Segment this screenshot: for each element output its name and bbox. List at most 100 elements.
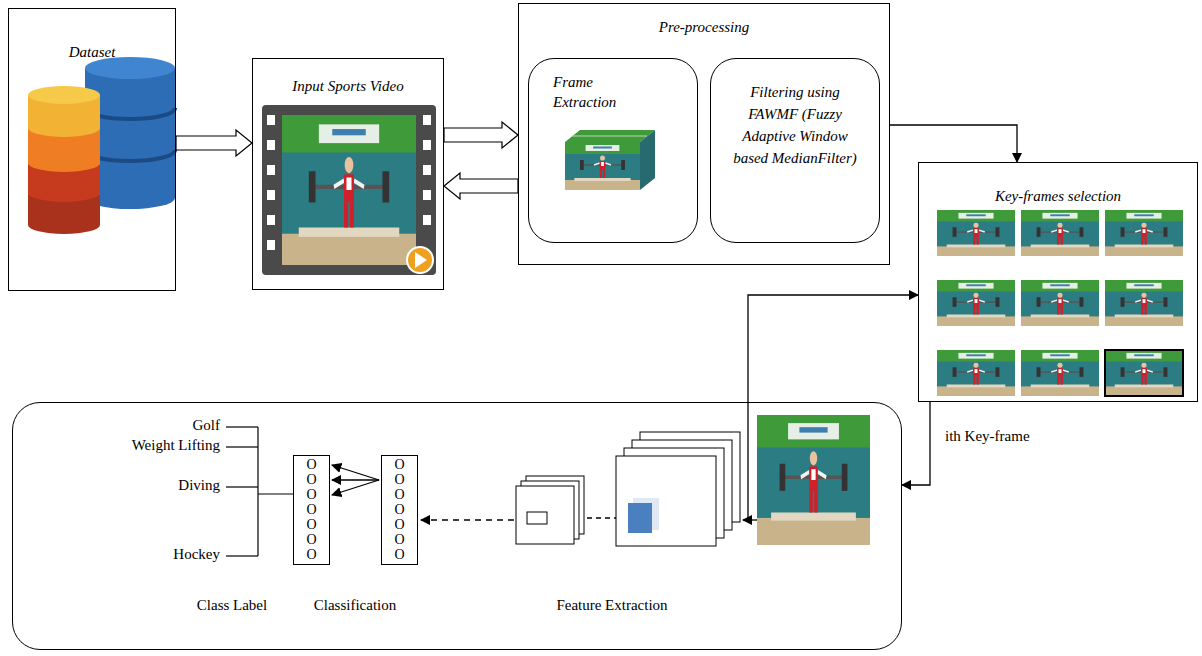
illustration-part: [1021, 210, 1099, 256]
illustration-part: [226, 555, 258, 556]
database-icon: [28, 57, 175, 234]
node-title: Frame Extraction: [553, 73, 645, 112]
illustration-part: [640, 130, 655, 190]
process-box: Frame Extraction: [528, 58, 698, 243]
neuron: O: [394, 548, 404, 562]
class-bracket: [226, 427, 293, 556]
stage-label: Classification: [255, 596, 455, 616]
illustration-part: [262, 105, 436, 275]
class-name: Diving: [20, 477, 220, 494]
neuron: O: [394, 533, 404, 547]
neuron: O: [394, 458, 404, 472]
illustration-part: [423, 115, 431, 125]
illustration-part: [267, 115, 275, 125]
neuron: O: [306, 458, 316, 472]
illustration-part: [423, 215, 431, 225]
illustration-part: [258, 493, 293, 494]
illustration-part: [516, 486, 574, 544]
illustration-part: [28, 86, 100, 104]
illustration-part: [423, 165, 431, 175]
node-title: Dataset: [13, 43, 171, 63]
illustration-part: [1105, 280, 1183, 326]
illustration-part: [423, 190, 431, 200]
node-title: Filtering using FAWMF (Fuzzy Adaptive Wi…: [729, 81, 861, 169]
neuron: O: [394, 488, 404, 502]
neuron: O: [306, 503, 316, 517]
illustration-part: [1105, 350, 1183, 396]
illustration-part: [572, 136, 647, 137]
stage-label: Feature Extraction: [512, 596, 712, 616]
illustration-part: [226, 486, 258, 487]
dense-layer: OOOOOOO: [381, 455, 418, 565]
illustration-part: [628, 503, 652, 533]
illustration-part: [423, 140, 431, 150]
illustration-part: [1021, 350, 1099, 396]
node-title: Input Sports Video: [257, 77, 439, 97]
connector: [332, 480, 379, 495]
illustration-part: [267, 190, 275, 200]
connector: [890, 125, 1017, 162]
illustration-part: [1105, 210, 1183, 256]
video-icon: [262, 105, 436, 275]
node-title: Pre-processing: [523, 18, 885, 38]
illustration-part: [565, 142, 640, 190]
node-title: Key-frames selection: [923, 187, 1193, 207]
edge-label: ith Key-frame: [945, 428, 1030, 445]
illustration-part: [937, 210, 1015, 256]
keyframes-box: Key-frames selection: [918, 162, 1198, 402]
illustration-part: [415, 252, 427, 268]
neuron: O: [394, 518, 404, 532]
preprocessing-box: Pre-processingFrame Extraction Filtering …: [518, 3, 890, 265]
neuron: O: [306, 518, 316, 532]
block-arrow: [444, 122, 518, 148]
keyframe-image: [757, 415, 870, 545]
input-box: Input Sports Video: [252, 58, 444, 290]
illustration-part: [28, 128, 100, 137]
illustration-part: [407, 247, 433, 273]
neuron: O: [306, 473, 316, 487]
class-layer: OOOOOOO: [293, 455, 330, 565]
illustration-part: [267, 165, 275, 175]
illustration-part: [85, 57, 175, 79]
neuron: O: [306, 488, 316, 502]
illustration-part: [28, 163, 100, 172]
class-name: Weight Lifting: [20, 437, 220, 454]
neuron: O: [306, 548, 316, 562]
keyframe-thumbnails: [937, 210, 1183, 396]
connector: [332, 479, 379, 480]
illustration-part: [527, 512, 547, 524]
illustration-part: [747, 402, 748, 520]
illustration-part: [616, 456, 716, 546]
illustration-part: [937, 350, 1015, 396]
illustration-part: [226, 426, 258, 427]
neuron: O: [394, 473, 404, 487]
block-arrow: [176, 130, 252, 156]
illustration-part: [757, 415, 870, 545]
frames-icon: [565, 130, 655, 190]
illustration-part: [28, 95, 100, 225]
illustration-part: [267, 215, 275, 225]
illustration-part: [1021, 280, 1099, 326]
illustration-part: [257, 427, 258, 556]
illustration-part: [267, 140, 275, 150]
illustration-part: [226, 446, 258, 447]
connector: [332, 465, 379, 480]
neuron: O: [394, 503, 404, 517]
block-arrow: [444, 173, 518, 199]
illustration-part: [565, 130, 655, 142]
illustration-part: [28, 193, 100, 202]
feature-maps: [516, 432, 740, 546]
connector: [748, 295, 918, 402]
neuron: O: [306, 533, 316, 547]
dataset-box: Dataset: [8, 8, 176, 291]
class-name: Hockey: [20, 546, 220, 563]
process-box: Filtering using FAWMF (Fuzzy Adaptive Wi…: [710, 58, 880, 243]
stage-label: Class Label: [132, 596, 332, 616]
illustration-part: [743, 519, 757, 520]
illustration-part: [28, 128, 100, 163]
connector: [902, 402, 930, 485]
illustration-part: [282, 115, 416, 265]
class-name: Golf: [20, 417, 220, 434]
illustration-part: [267, 240, 275, 250]
